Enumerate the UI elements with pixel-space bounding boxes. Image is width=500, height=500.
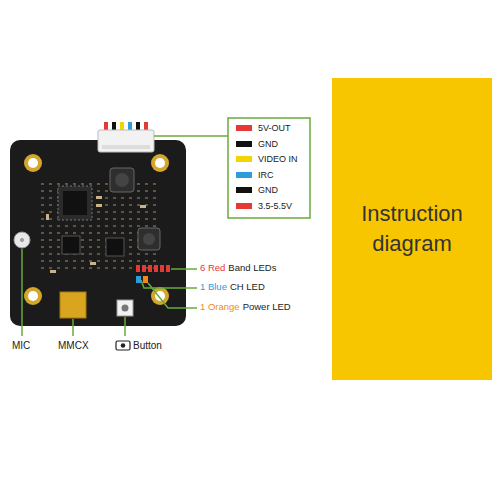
mic-hole (20, 238, 24, 242)
art-circle (121, 343, 126, 348)
art-rect (46, 214, 49, 220)
legend-row: 3.5-5.5V (236, 201, 292, 211)
button-icon (116, 341, 130, 350)
connector-lip (102, 145, 150, 149)
art-rect (106, 238, 124, 256)
pin-name: 5V-OUT (258, 123, 291, 133)
led-count: 1 Blue (200, 282, 227, 293)
art-circle (24, 287, 42, 305)
wire-swatch (236, 203, 252, 209)
legend-frame (228, 118, 310, 218)
art-rect (58, 186, 92, 220)
led-name: CH LED (230, 282, 265, 293)
pin-name: GND (258, 185, 278, 195)
wire-swatch (236, 172, 252, 178)
art-rect (90, 262, 96, 265)
pin-name: IRC (258, 170, 274, 180)
wire-swatch (236, 125, 252, 131)
wire-swatch (236, 187, 252, 193)
part-name: MMCX (58, 340, 89, 352)
pin-name: VIDEO IN (258, 154, 298, 164)
part-name: MIC (12, 340, 30, 352)
art-rect (160, 265, 164, 272)
art-rect (116, 341, 130, 350)
power-led (143, 276, 148, 283)
art-circle (28, 158, 38, 168)
art-rect (96, 196, 102, 199)
mounting-holes (24, 154, 169, 305)
led-name: Power LED (243, 302, 291, 313)
pin-name: 3.5-5.5V (258, 201, 292, 211)
art-rect (62, 236, 80, 254)
band-leds (136, 265, 170, 272)
pcb-texture (40, 180, 160, 270)
art-rect (96, 204, 102, 207)
wire-swatch (236, 156, 252, 162)
legend-row: GND (236, 139, 278, 149)
led-name: Band LEDs (228, 263, 276, 274)
legend-row: 5V-OUT (236, 123, 291, 133)
mmcx-connector (60, 292, 86, 318)
art-circle (155, 158, 165, 168)
part-name: Button (133, 340, 162, 352)
art-polyline (124, 317, 126, 336)
art-polyline (154, 135, 228, 137)
art-rect (142, 265, 146, 272)
mic (14, 232, 30, 248)
wire-swatch (236, 141, 252, 147)
art-rect (50, 270, 56, 273)
title-panel: Instruction diagram (332, 78, 492, 380)
art-polyline (21, 249, 23, 336)
legend-row: VIDEO IN (236, 154, 298, 164)
art-circle (115, 173, 129, 187)
art-rect (136, 265, 140, 272)
chips (46, 168, 160, 273)
legend-row: GND (236, 185, 278, 195)
art-rect (166, 265, 170, 272)
art-polyline (148, 283, 197, 308)
art-circle (143, 233, 155, 245)
button (117, 300, 133, 316)
art-rect (148, 265, 152, 272)
legend-row: IRC (236, 170, 274, 180)
button-cap (122, 305, 129, 312)
panel-ground (332, 78, 492, 380)
art-rect (138, 228, 160, 250)
art-circle (151, 154, 169, 172)
ch-led (136, 276, 141, 283)
leader-lines (22, 136, 228, 336)
connector (98, 130, 154, 152)
led-count: 1 Orange (200, 302, 240, 313)
art-rect (140, 205, 146, 208)
panel-title: Instruction diagram (342, 199, 482, 258)
led-count: 6 Red (200, 263, 225, 274)
art-circle (24, 154, 42, 172)
art-polyline (72, 319, 74, 336)
art-polyline (171, 268, 197, 270)
art-rect (110, 168, 134, 192)
art-rect (63, 191, 87, 215)
art-circle (28, 291, 38, 301)
art-rect (154, 265, 158, 272)
pin-name: GND (258, 139, 278, 149)
